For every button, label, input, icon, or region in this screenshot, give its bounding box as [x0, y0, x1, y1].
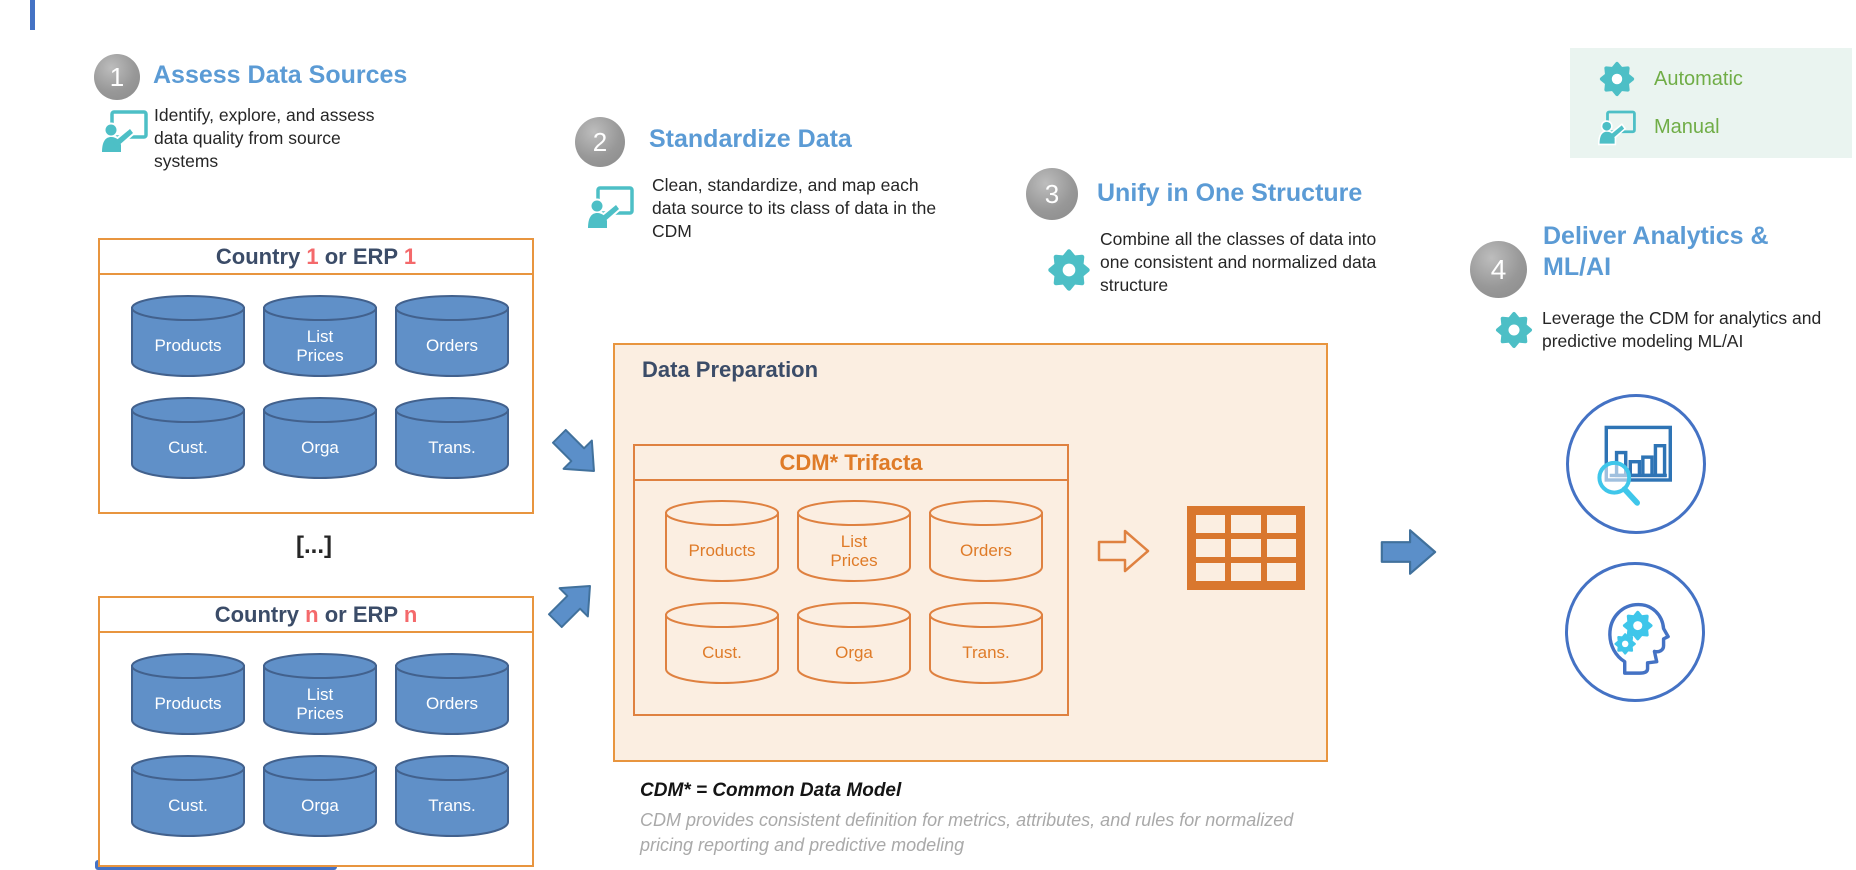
step-description-1: Identify, explore, and assess data quali…: [154, 105, 375, 171]
database-cylinder-icon: Orga: [261, 754, 379, 840]
ai-head-gears-icon: [1608, 602, 1670, 675]
database-cylinder-icon: Orga: [795, 601, 913, 687]
database-cylinder-icon: Cust.: [129, 396, 247, 482]
step-number-badge-2: 2: [575, 117, 625, 167]
legend-row-automatic: Automatic: [1598, 60, 1743, 98]
panel-title: Data Preparation: [642, 357, 819, 382]
data-preparation-panel: Data Preparation CDM* Trifacta Products …: [613, 343, 1328, 762]
step-number-badge-1: 1: [94, 54, 140, 100]
manual-icon: [1598, 110, 1636, 146]
legend-label-manual: Manual: [1654, 115, 1720, 138]
footnote-body: CDM provides consistent definition for m…: [640, 810, 1294, 855]
more-sources-ellipsis: [...]: [296, 532, 332, 559]
database-cylinder-icon: Trans.: [393, 396, 511, 482]
database-cylinder-icon: Orders: [393, 294, 511, 380]
analytics-outcome-circle: [1566, 394, 1706, 534]
database-cylinder-icon: Products: [129, 294, 247, 380]
arrow-open-right-icon: [1097, 529, 1150, 573]
cdm-trifacta-box: CDM* Trifacta Products List Prices Order…: [633, 444, 1069, 716]
database-cylinder-icon: List Prices: [261, 294, 379, 380]
database-cylinder-icon: Products: [663, 499, 781, 585]
gear-icon: [1046, 247, 1092, 293]
source-box-title: Country 1 or ERP 1: [100, 240, 532, 275]
footnote-title: CDM* = Common Data Model: [640, 780, 902, 801]
cdm-box-title: CDM* Trifacta: [635, 446, 1067, 481]
cylinder-grid: Products List Prices Orders Cust. Orga T…: [100, 275, 532, 482]
step-number-badge-3: 3: [1026, 168, 1078, 220]
step-number-badge-4: 4: [1470, 241, 1527, 298]
legend-row-manual: Manual: [1598, 108, 1720, 146]
step-title-2: Standardize Data: [649, 125, 852, 153]
analytics-magnifier-icon: [1597, 425, 1672, 506]
database-cylinder-icon: Cust.: [663, 601, 781, 687]
database-cylinder-icon: Cust.: [129, 754, 247, 840]
database-cylinder-icon: Orga: [261, 396, 379, 482]
step-description-2: Clean, standardize, and map each data so…: [652, 175, 937, 241]
step-description-3: Combine all the classes of data into one…: [1100, 229, 1377, 295]
ml-ai-outcome-circle: [1565, 562, 1705, 702]
step-title-4: Deliver Analytics & ML/AI: [1543, 222, 1769, 281]
legend-label-automatic: Automatic: [1654, 67, 1743, 90]
step-description-4: Leverage the CDM for analytics and predi…: [1542, 308, 1822, 351]
database-cylinder-icon: Products: [129, 652, 247, 738]
arrow-down-right-icon: [544, 421, 610, 487]
database-cylinder-icon: Trans.: [927, 601, 1045, 687]
gear-icon: [1496, 312, 1532, 348]
database-cylinder-icon: List Prices: [261, 652, 379, 738]
manual-icon: [100, 110, 148, 154]
cylinder-grid: Products List Prices Orders Cust. Orga T…: [635, 481, 1067, 687]
legend-box: Automatic Manual: [1570, 48, 1852, 158]
source-box-country-1: Country 1 or ERP 1 Products List Prices …: [98, 238, 534, 514]
slide-edge-mark-top: [30, 0, 35, 30]
database-cylinder-icon: Trans.: [393, 754, 511, 840]
cylinder-grid: Products List Prices Orders Cust. Orga T…: [100, 633, 532, 840]
arrow-up-right-icon: [540, 570, 606, 636]
source-box-title: Country n or ERP n: [100, 598, 532, 633]
step-title-3: Unify in One Structure: [1097, 179, 1363, 207]
database-cylinder-icon: Orders: [927, 499, 1045, 585]
manual-icon: [586, 186, 634, 230]
arrow-right-icon: [1380, 529, 1437, 575]
source-box-country-n: Country n or ERP n Products List Prices …: [98, 596, 534, 867]
database-cylinder-icon: List Prices: [795, 499, 913, 585]
gear-icon: [1599, 61, 1635, 97]
database-cylinder-icon: Orders: [393, 652, 511, 738]
table-grid-icon: [1187, 506, 1305, 590]
step-title-1: Assess Data Sources: [153, 61, 408, 89]
